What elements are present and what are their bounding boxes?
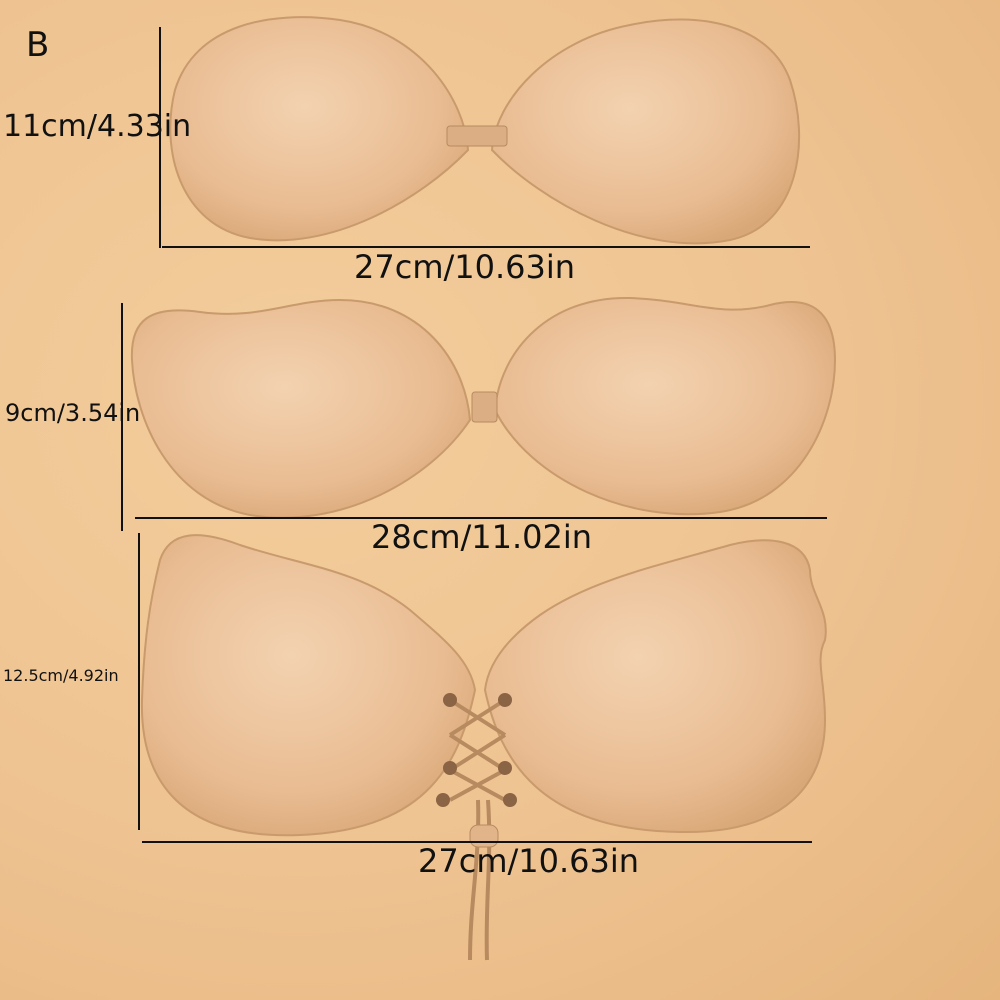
width-line-3 [142,841,812,843]
width-label-2: 28cm/11.02in [371,518,593,556]
width-line-1 [162,246,810,248]
lacing [448,698,507,961]
variant-label: B [26,25,50,65]
height-label-2: 9cm/3.54in [5,399,141,427]
height-line-1 [159,27,161,248]
width-line-2 [135,517,827,519]
butterfly-bra [140,534,827,961]
height-label-1: 11cm/4.33in [3,109,192,144]
width-label-1: 27cm/10.63in [354,248,576,286]
height-line-2 [121,303,123,531]
height-line-3 [138,533,140,830]
width-label-3: 27cm/10.63in [418,842,640,880]
round-bra [169,16,801,245]
mango-bra [130,296,837,519]
height-label-3: 12.5cm/4.92in [3,666,119,685]
